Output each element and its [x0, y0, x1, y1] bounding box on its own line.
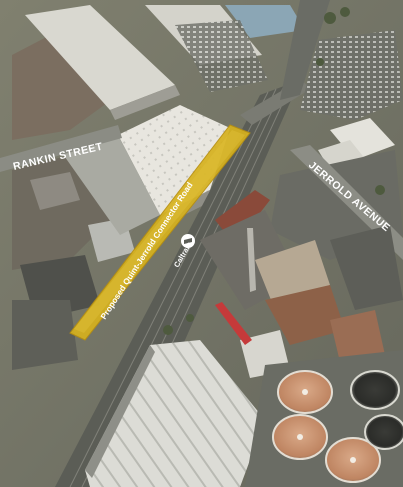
warehouse-roof-long: [25, 5, 175, 110]
parking-right-top: [300, 30, 403, 120]
building-brick-2: [330, 310, 385, 362]
digester-tanks: [272, 370, 403, 483]
warehouse-upper-left: [12, 30, 118, 140]
caltrain-logo-icon: [181, 234, 195, 248]
rooftop-left-2: [30, 172, 80, 210]
greenhouse-roofs: [85, 340, 265, 487]
tank-dark-2: [364, 414, 403, 450]
parking-center: [60, 135, 160, 235]
proposed-road-highlight: [69, 124, 251, 341]
tank-dark-1: [350, 370, 400, 410]
rankin-street-road: [0, 125, 122, 172]
lot-top: [175, 20, 268, 92]
warehouse-top-right: [225, 5, 305, 38]
proposed-road-highlight-texture: [74, 130, 245, 333]
trees: [163, 7, 385, 335]
warehouse-roof-long-shade: [110, 85, 180, 120]
tank-center-3: [350, 457, 356, 463]
tank-center-1: [302, 389, 308, 395]
lot-left: [12, 300, 78, 370]
tank-center-2: [297, 434, 303, 440]
smokestack: [247, 228, 256, 292]
building-brick: [265, 285, 345, 345]
industrial-right: [330, 225, 403, 310]
highway-right: [280, 0, 330, 100]
greenhouse-shadow: [85, 345, 155, 478]
red-conveyor: [215, 302, 252, 345]
